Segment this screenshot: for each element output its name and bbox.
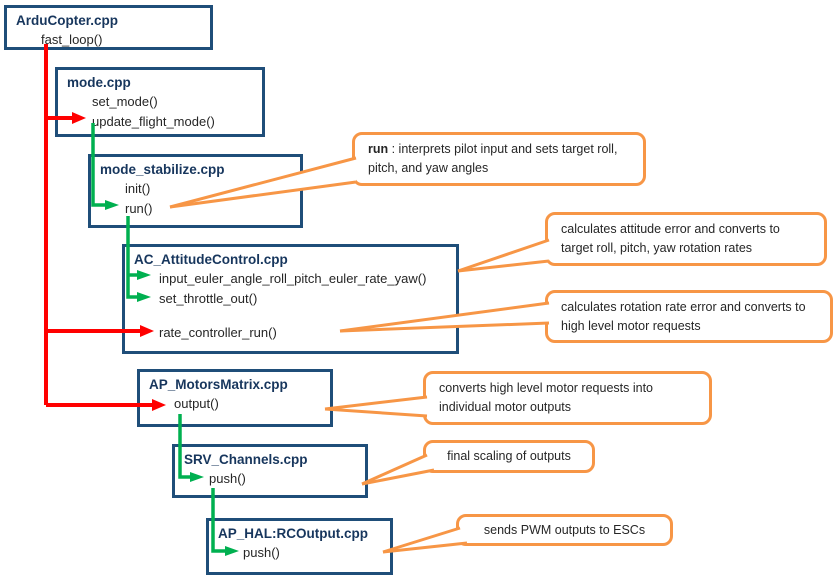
code-box-arducopter: ArduCopter.cpp fast_loop() [4,5,213,50]
function-name: rate_controller_run() [159,325,277,340]
file-title: ArduCopter.cpp [16,13,119,28]
callout-text: converts high level motor requests into … [439,381,653,414]
callout-text: calculates attitude error and converts t… [561,222,780,255]
callout-attitude-error: calculates attitude error and converts t… [545,212,827,266]
callout-tail-attitude-error [457,238,550,273]
callout-final-scaling: final scaling of outputs [423,440,595,473]
code-box-mode: mode.cpp set_mode() update_flight_mode() [55,67,265,137]
function-name: init() [125,181,151,196]
callout-run-description: run : interprets pilot input and sets ta… [352,132,646,186]
callout-tail-motor-requests [324,395,428,418]
code-box-ap-motorsmatrix: AP_MotorsMatrix.cpp output() [137,369,333,427]
function-name: run() [125,201,153,216]
function-name: fast_loop() [41,32,103,47]
callout-tail-sends-pwm [382,526,468,554]
callout-sends-pwm: sends PWM outputs to ESCs [456,514,673,546]
callout-text: calculates rotation rate error and conve… [561,300,806,333]
function-name: update_flight_mode() [92,114,215,129]
callout-rotation-rate-error: calculates rotation rate error and conve… [545,290,833,343]
file-title: AP_MotorsMatrix.cpp [149,377,288,392]
function-name: set_mode() [92,94,158,109]
callout-bold-term: run [368,142,389,156]
code-box-ac-attitudecontrol: AC_AttitudeControl.cpp input_euler_angle… [122,244,459,354]
callout-text: sends PWM outputs to ESCs [483,523,646,537]
function-name: output() [174,396,219,411]
file-title: AP_HAL:RCOutput.cpp [218,526,368,541]
file-title: mode.cpp [67,75,131,90]
code-box-srv-channels: SRV_Channels.cpp push() [172,444,368,498]
function-name: input_euler_angle_roll_pitch_euler_rate_… [159,271,427,286]
function-name: push() [243,545,280,560]
callout-text: : interprets pilot input and sets target… [368,142,618,175]
callout-text: final scaling of outputs [447,449,571,463]
file-title: AC_AttitudeControl.cpp [134,252,288,267]
callout-motor-requests: converts high level motor requests into … [423,371,712,425]
code-box-mode-stabilize: mode_stabilize.cpp init() run() [88,154,303,228]
file-title: mode_stabilize.cpp [100,162,225,177]
file-title: SRV_Channels.cpp [184,452,308,467]
function-name: set_throttle_out() [159,291,258,306]
code-box-ap-hal-rcoutput: AP_HAL:RCOutput.cpp push() [206,518,393,575]
function-name: push() [209,471,246,486]
